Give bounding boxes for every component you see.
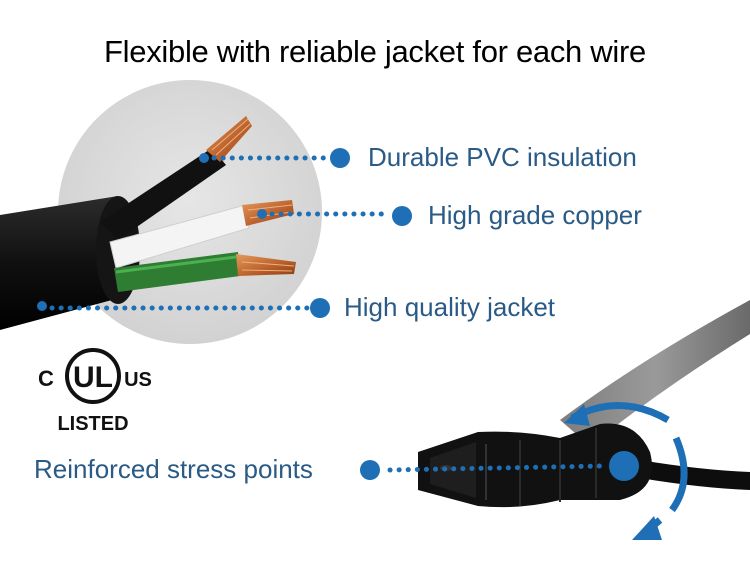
- page-title: Flexible with reliable jacket for each w…: [104, 34, 646, 69]
- ul-mark: UL: [73, 361, 113, 394]
- callout-dot-jacket: [310, 298, 330, 318]
- cable-jacket: [0, 196, 127, 330]
- label-pvc-insulation: Durable PVC insulation: [368, 142, 637, 172]
- copper-strands-black: [206, 116, 252, 162]
- ul-listed-text: LISTED: [57, 413, 128, 435]
- black-wire: [100, 148, 226, 240]
- callout-dot-copper: [392, 206, 412, 226]
- ul-right-letters: US: [124, 369, 152, 391]
- label-jacket: High quality jacket: [344, 292, 555, 322]
- ul-left-letter: C: [38, 366, 54, 391]
- stress-point-marker: [609, 451, 639, 481]
- white-wire: [109, 204, 250, 269]
- green-wire: [114, 252, 240, 292]
- label-copper: High grade copper: [428, 200, 642, 230]
- callout-dot-pvc: [330, 148, 350, 168]
- rotation-arrow-right: [669, 436, 688, 513]
- ul-listed-logo: UL C US LISTED: [38, 348, 152, 435]
- label-stress-points: Reinforced stress points: [34, 454, 313, 484]
- black-tail: [640, 460, 750, 490]
- callout-dot-stress: [360, 460, 380, 480]
